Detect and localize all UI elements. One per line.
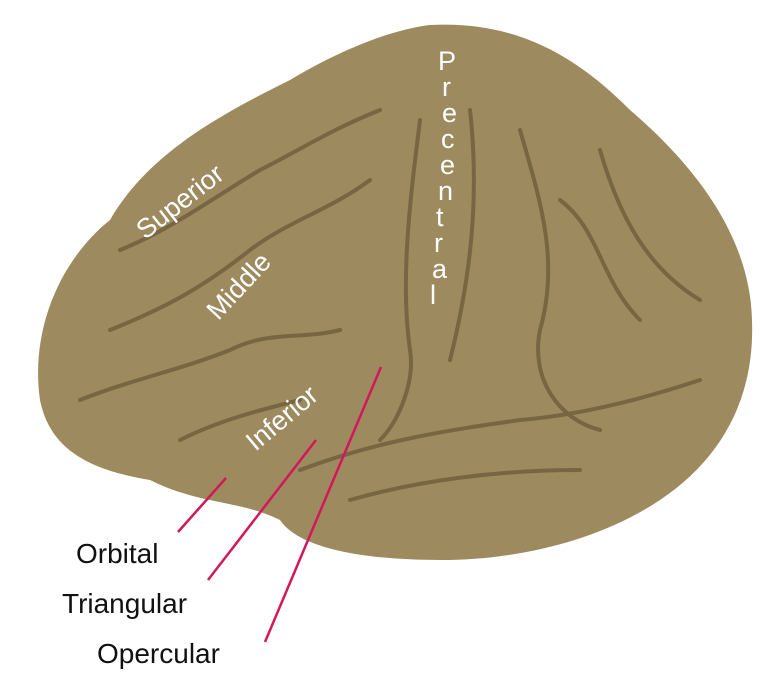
precentral-letter: e (442, 98, 458, 128)
triangular-leader (207, 439, 317, 581)
opercular-label: Opercular (97, 638, 220, 669)
leader-lines (177, 366, 383, 643)
orbital-label: Orbital (76, 538, 159, 569)
precentral-letter: c (441, 124, 455, 154)
precentral-letter: a (432, 254, 448, 284)
orbital-leader (177, 477, 227, 533)
precentral-letter: n (438, 176, 454, 206)
precentral-label: P r e c e n t r a l (430, 46, 462, 310)
precentral-letter: t (436, 202, 444, 232)
precentral-letter: l (430, 280, 436, 310)
triangular-label: Triangular (62, 588, 188, 619)
sulci-lines (78, 108, 702, 502)
brain-silhouette (38, 24, 753, 560)
precentral-letter: r (434, 228, 443, 258)
precentral-letter: P (438, 46, 457, 76)
precentral-letter: r (442, 72, 451, 102)
opercular-leader (263, 366, 383, 643)
precentral-letter: e (440, 150, 456, 180)
